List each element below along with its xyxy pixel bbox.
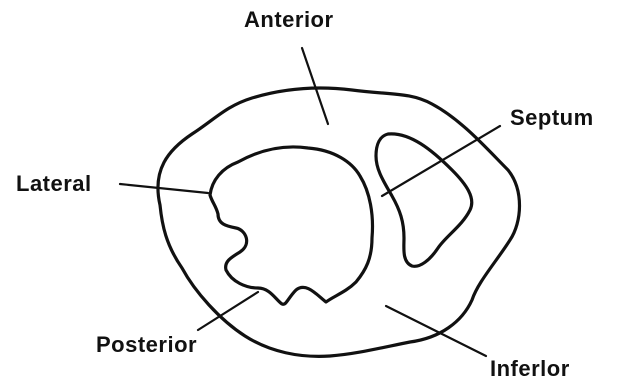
anterior-leader-line: [302, 48, 328, 124]
septum-leader-line: [382, 126, 500, 196]
posterior-label: Posterior: [96, 332, 197, 357]
septum-label: Septum: [510, 105, 594, 130]
lateral-leader-line: [120, 184, 208, 193]
inferior-label: Inferlor: [490, 356, 570, 381]
outer-wall-outline: [158, 88, 520, 356]
lateral-label: Lateral: [16, 171, 92, 196]
left-ventricle-cavity-outline: [210, 147, 373, 304]
inferior-leader-line: [386, 306, 486, 356]
right-ventricle-cavity-outline: [376, 134, 472, 266]
anterior-label: Anterior: [244, 7, 334, 32]
